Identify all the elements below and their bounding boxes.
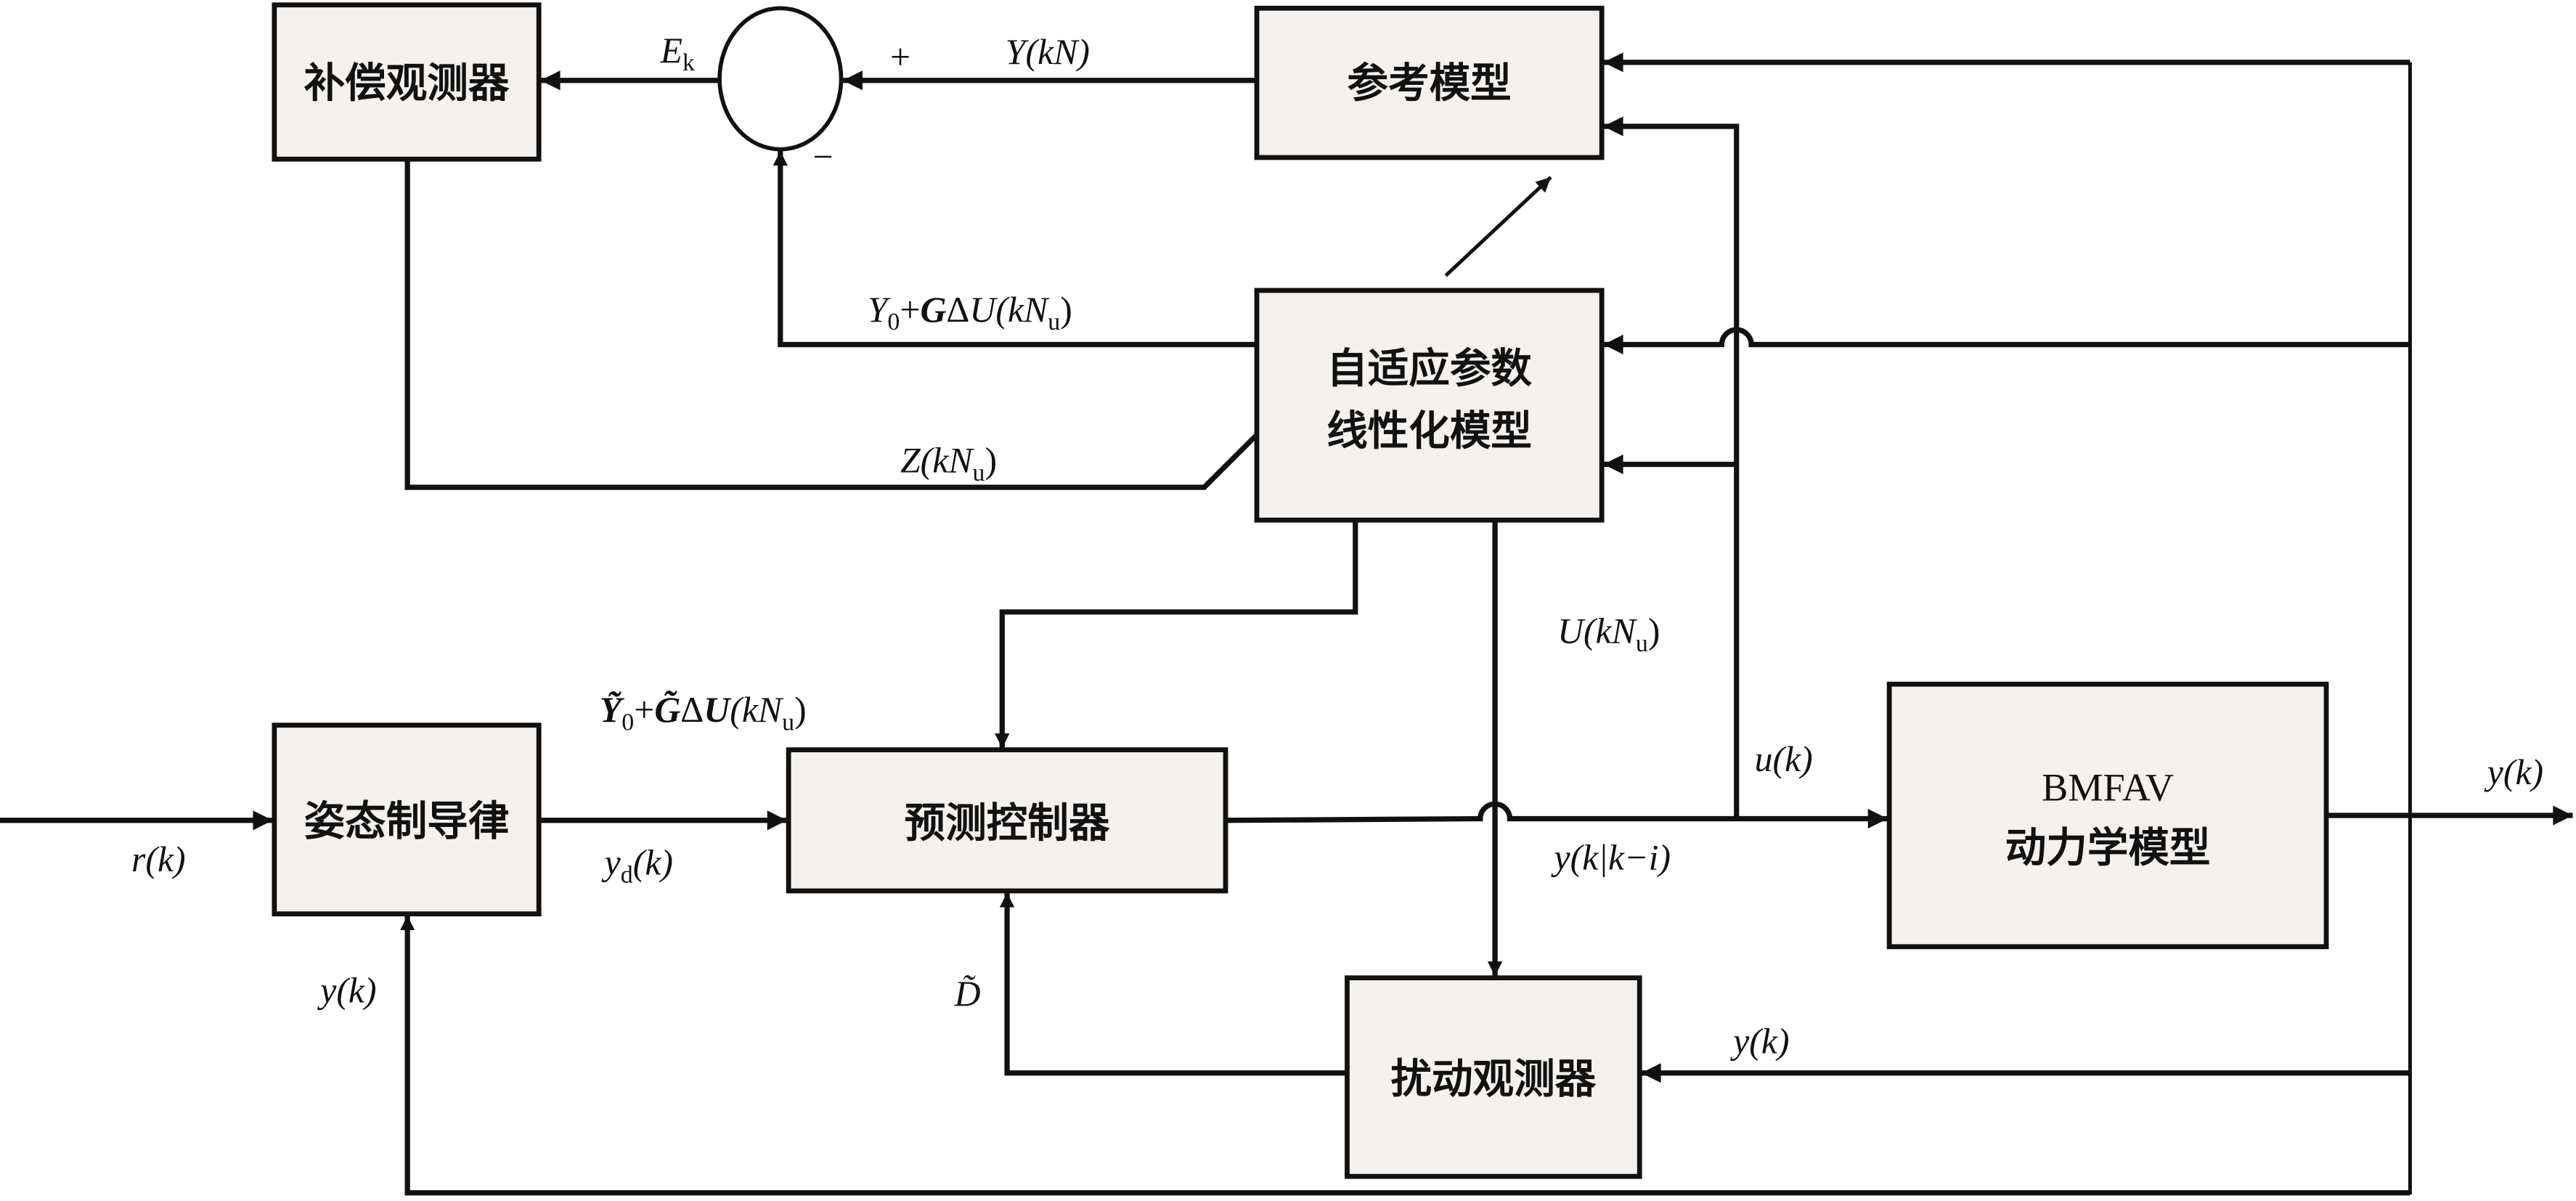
adaptive-tuning-arrow [1444,176,1552,277]
reference-model-block: 参考模型 [1254,5,1605,160]
plus-sign: + [890,37,910,77]
adaptive-model-label-line1: 自适应参数 [1326,346,1532,393]
reference-output-label: Y(kN) [1006,32,1090,72]
plant-output-label: y(k) [2484,752,2543,792]
reference-model-label: 参考模型 [1347,60,1511,107]
observer-feedback-label: y(k) [1729,1022,1789,1062]
compensation-observer-label: 补偿观测器 [304,60,510,107]
error-label: Ek [660,30,695,76]
disturbance-estimate-arrow [999,892,1348,1076]
summing-junction: + − [717,6,910,177]
adaptive-model-label-line2: 线性化模型 [1326,407,1532,455]
adaptive-linearization-model-block: 自适应参数 线性化模型 [1254,288,1605,523]
predictive-controller-block: 预测控制器 [786,747,1228,894]
compensation-observer-block: 补偿观测器 [272,2,542,162]
model-to-controller-arrow [995,520,1358,749]
corrected-prediction-label: Ỹ0+G̃ΔU(kNu) [600,690,807,736]
z-signal-label: Z(kNu) [900,441,997,486]
control-input-label: u(k) [1755,739,1813,779]
disturbance-observer-label: 扰动观测器 [1390,1056,1596,1103]
control-to-reference-arrow [1603,116,1740,821]
desired-output-label: yd(k) [601,842,673,888]
plant-name-label: BMFAV [2042,766,2174,810]
control-input-arrow [1225,801,1888,829]
predictive-controller-label: 预测控制器 [905,799,1110,847]
feedback-to-adaptive-arrow [1603,327,2410,355]
predicted-output-to-sum-arrow [773,150,1258,348]
guidance-feedback-label: y(k) [317,971,376,1011]
u-sequence-label: U(kNu) [1557,611,1660,657]
reference-input-label: r(k) [131,839,186,879]
disturbance-observer-block: 扰动观测器 [1345,975,1642,1179]
prediction-label: y(k|k−i) [1551,838,1671,878]
attitude-guidance-label: 姿态制导律 [304,798,510,845]
predicted-output-label: Y0+GΔU(kNu) [868,290,1072,335]
attitude-guidance-block: 姿态制导律 [272,722,542,916]
z-signal-line [404,159,1259,490]
disturbance-estimate-label: D̃ [954,974,981,1014]
output-to-guidance-feedback-arrow [399,915,2410,1196]
plant-dynamics-label: 动力学模型 [2005,824,2211,871]
plant-dynamics-block: BMFAV 动力学模型 [1886,681,2329,950]
minus-sign: − [813,137,833,177]
